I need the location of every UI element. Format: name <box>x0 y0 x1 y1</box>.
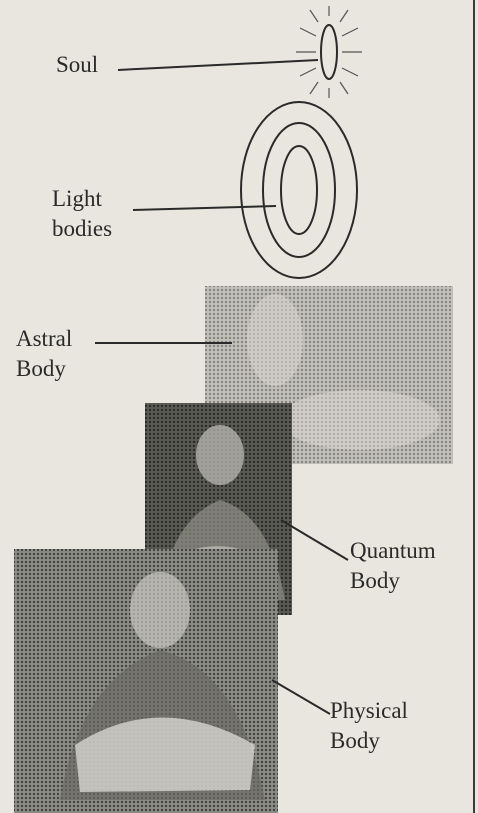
physical-body-photo <box>14 549 278 813</box>
soul-icon <box>296 6 362 98</box>
soul-label: Soul <box>56 50 98 80</box>
soul-pointer-line <box>118 60 318 70</box>
light-bodies-label: Light bodies <box>52 184 112 244</box>
quantum-body-label: Quantum Body <box>350 536 436 596</box>
physical-body-label: Physical Body <box>330 696 408 756</box>
astral-body-label: Astral Body <box>16 324 72 384</box>
light-bodies-icon <box>241 102 357 278</box>
light-bodies-pointer-line <box>133 206 276 210</box>
physical-pointer-line <box>272 680 330 714</box>
